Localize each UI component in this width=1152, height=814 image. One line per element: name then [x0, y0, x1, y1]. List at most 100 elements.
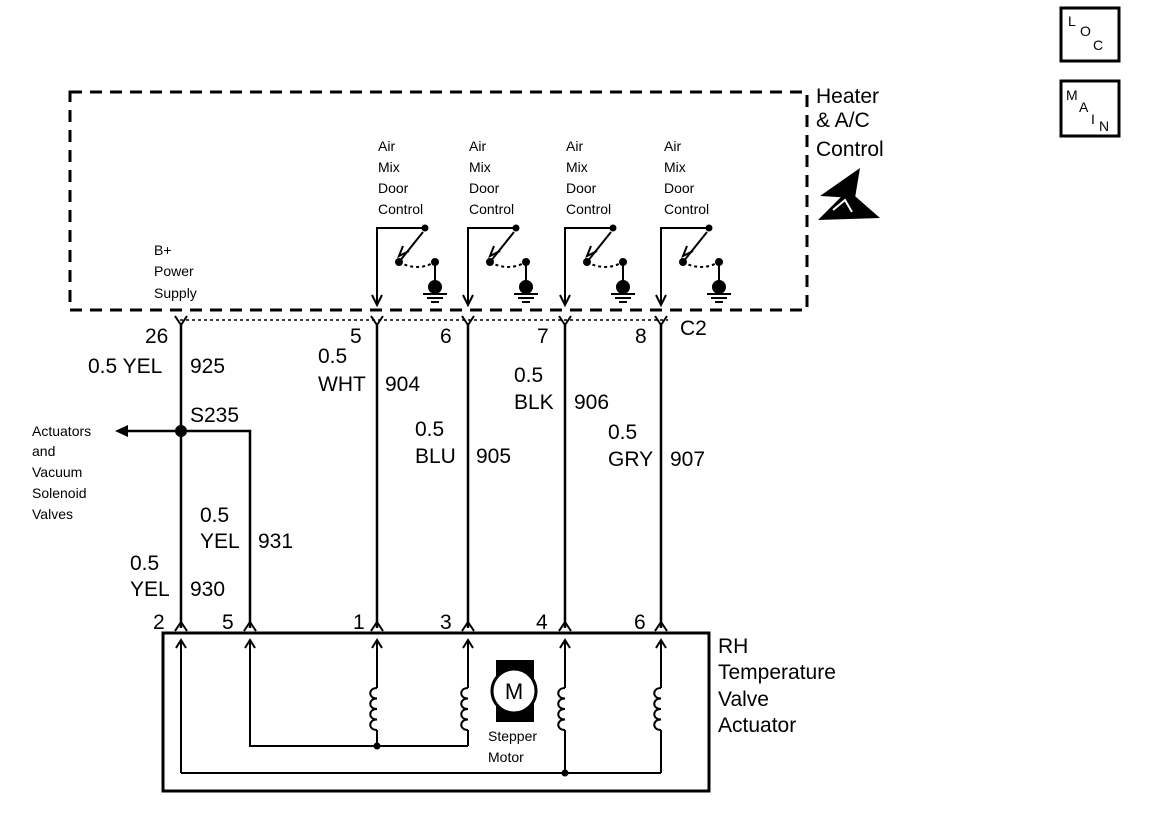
main-button[interactable]: M A I N — [1059, 79, 1121, 138]
stepper-motor-icon: M — [490, 660, 538, 722]
door-control-label-1: Air Mix Door Control — [378, 138, 423, 217]
switch-icon — [395, 258, 403, 266]
door-control-label-4: Air Mix Door Control — [664, 138, 709, 217]
switch-icon — [679, 258, 687, 266]
wire-905-color: BLU — [415, 445, 456, 468]
wire-931-circuit: 931 — [258, 530, 293, 553]
junction-dot — [561, 769, 569, 777]
actuators-arrow-icon — [115, 425, 128, 437]
wire-930-color: YEL — [130, 578, 170, 601]
pin-bottom-6: 6 — [634, 611, 646, 634]
main-letter-n: N — [1099, 118, 1109, 134]
actuator-internal-wiring — [180, 640, 662, 774]
terminal-chevron — [558, 620, 572, 632]
svg-text:Air: Air — [664, 138, 681, 154]
door-switch-3 — [559, 224, 635, 308]
motor-symbol: M — [505, 679, 523, 704]
svg-text:Solenoid: Solenoid — [32, 485, 87, 501]
wire-906-circuit: 906 — [574, 391, 609, 414]
actuator-title-line1: RH — [718, 635, 748, 658]
terminal-chevron — [174, 315, 188, 327]
svg-text:Door: Door — [566, 180, 597, 196]
svg-text:Mix: Mix — [566, 159, 588, 175]
wire-905-size: 0.5 — [415, 418, 444, 441]
svg-text:Air: Air — [378, 138, 395, 154]
coil-icon — [369, 687, 378, 731]
pin-top-8: 8 — [635, 325, 647, 348]
junction-dot — [373, 742, 381, 750]
hvac-title-line1: Heater — [816, 85, 879, 108]
pin-26: 26 — [145, 325, 168, 348]
terminal-chevron — [654, 620, 668, 632]
coil-icon — [557, 687, 566, 731]
door-switch-4 — [655, 224, 731, 308]
svg-text:Air: Air — [566, 138, 583, 154]
door-switch-1 — [371, 224, 447, 308]
terminal-chevron — [370, 315, 384, 327]
wire-907-size: 0.5 — [608, 421, 637, 444]
actuator-title-line2: Temperature — [718, 661, 836, 684]
wiring — [125, 325, 663, 628]
motor-label-line2: Motor — [488, 749, 524, 765]
pin-bottom-5: 5 — [222, 611, 234, 634]
switch-icon — [583, 258, 591, 266]
loc-letter-o: O — [1080, 23, 1091, 39]
hvac-control-module-outline — [68, 90, 809, 312]
splice-s235-label: S235 — [190, 404, 239, 427]
wire-930-size: 0.5 — [130, 552, 159, 575]
loc-letter-c: C — [1093, 37, 1103, 53]
terminal-chevron — [243, 620, 257, 632]
svg-text:Actuators: Actuators — [32, 423, 91, 439]
wire-930-circuit: 930 — [190, 578, 225, 601]
pin-bottom-4: 4 — [536, 611, 548, 634]
svg-text:Control: Control — [378, 201, 423, 217]
svg-text:Door: Door — [378, 180, 409, 196]
wire-904-size: 0.5 — [318, 345, 347, 368]
main-letter-m: M — [1066, 87, 1078, 103]
pin-top-7: 7 — [537, 325, 549, 348]
terminal-chevron — [461, 620, 475, 632]
pin-bottom-3: 3 — [440, 611, 452, 634]
hvac-title-line3: Control — [816, 138, 884, 161]
svg-text:Door: Door — [664, 180, 695, 196]
connector-c2-label: C2 — [680, 317, 707, 340]
coil-icon — [460, 687, 469, 731]
pin-bottom-2: 2 — [153, 611, 165, 634]
wire-925-circuit: 925 — [190, 355, 225, 378]
terminal-chevron — [558, 315, 572, 327]
splice-s235-dot — [175, 425, 187, 437]
pin-top-5: 5 — [350, 325, 362, 348]
pin-bottom-1: 1 — [353, 611, 365, 634]
svg-text:Control: Control — [664, 201, 709, 217]
power-supply-line2: Power — [154, 263, 194, 279]
svg-text:Vacuum: Vacuum — [32, 464, 82, 480]
door-switch-2 — [462, 224, 538, 308]
pin-top-6: 6 — [440, 325, 452, 348]
wire-907-circuit: 907 — [670, 448, 705, 471]
wire-906-size: 0.5 — [514, 364, 543, 387]
coil-icon — [653, 687, 662, 731]
main-letter-i: I — [1091, 111, 1095, 127]
svg-text:Mix: Mix — [378, 159, 400, 175]
wire-907-color: GRY — [608, 448, 653, 471]
door-control-label-3: Air Mix Door Control — [566, 138, 611, 217]
svg-text:Door: Door — [469, 180, 500, 196]
actuators-note: Actuators and Vacuum Solenoid Valves — [32, 423, 91, 522]
terminal-chevron — [174, 620, 188, 632]
hvac-title-line2: & A/C — [816, 109, 870, 132]
wire-906-color: BLK — [514, 391, 554, 414]
connector-terminals — [174, 315, 668, 649]
loc-button[interactable]: L O C — [1059, 6, 1121, 63]
svg-text:Mix: Mix — [469, 159, 491, 175]
switch-icon — [486, 258, 494, 266]
loc-letter-l: L — [1068, 13, 1076, 29]
terminal-chevron — [370, 620, 384, 632]
actuator-title-line4: Actuator — [718, 714, 796, 737]
wire-925-color: 0.5 YEL — [88, 355, 162, 378]
wire-904-color: WHT — [318, 373, 366, 396]
wire-931-size: 0.5 — [200, 504, 229, 527]
ground-icon — [423, 280, 447, 303]
svg-text:Control: Control — [566, 201, 611, 217]
terminal-chevron — [654, 315, 668, 327]
